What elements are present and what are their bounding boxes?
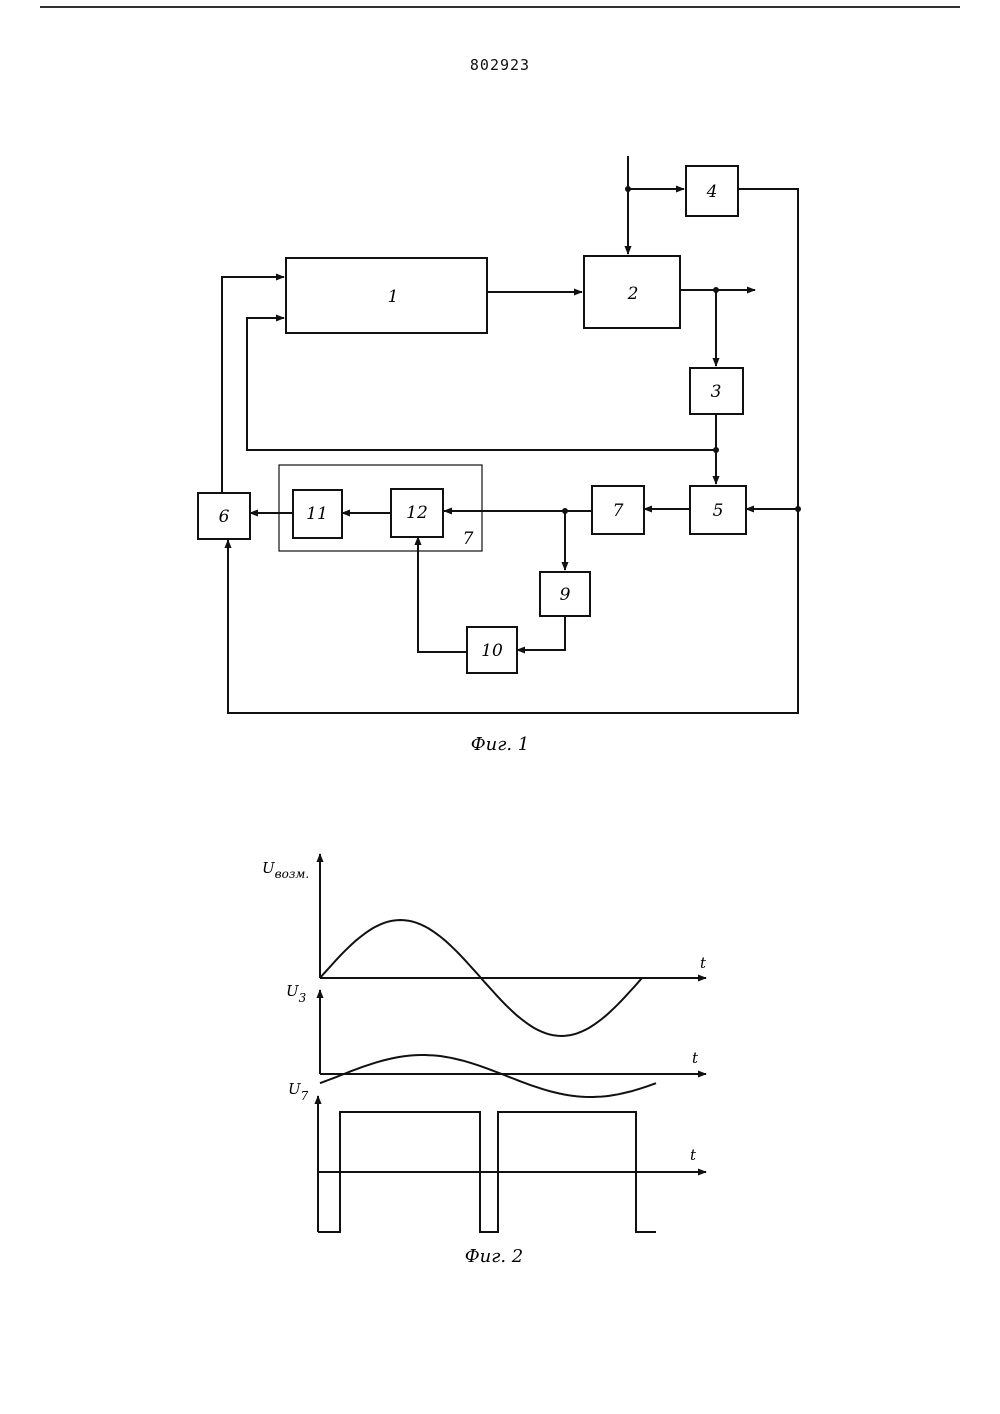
- block-9: 9: [540, 572, 590, 616]
- figure-1-block-diagram: 7 1 2 3 4 5 6: [198, 156, 801, 755]
- block-1-label: 1: [388, 287, 399, 307]
- block-2: 2: [584, 256, 680, 328]
- block-1: 1: [286, 258, 487, 333]
- figure-2-caption: Фиг. 2: [465, 1246, 524, 1267]
- plot-1-y-label: Uвозм.: [262, 859, 309, 881]
- block-6: 6: [198, 493, 250, 539]
- block-3-label: 3: [711, 382, 722, 402]
- plot-3-x-label: t: [690, 1146, 697, 1164]
- block-3: 3: [690, 368, 743, 414]
- block-6-label: 6: [219, 507, 230, 527]
- plot-2-y-label: U3: [286, 982, 307, 1005]
- block-11-label: 11: [306, 504, 328, 524]
- wire-block-9-to-block-10: [517, 616, 565, 650]
- plot-3-y-label: U7: [288, 1080, 309, 1103]
- block-12: 12: [391, 489, 443, 537]
- wire-block-10-to-block-12: [418, 537, 467, 652]
- wire-block-6-to-block-1: [222, 277, 284, 492]
- block-11: 11: [293, 490, 342, 538]
- block-10-label: 10: [481, 641, 503, 661]
- block-10: 10: [467, 627, 517, 673]
- plot-1-x-label: t: [700, 954, 707, 972]
- block-2-label: 2: [627, 284, 639, 304]
- block-4-label: 4: [706, 182, 718, 202]
- block-9-label: 9: [560, 585, 571, 605]
- block-4: 4: [686, 166, 738, 216]
- wire-feedback-to-block-1: [247, 318, 716, 450]
- block-7-label: 7: [613, 501, 624, 521]
- plot-2-x-label: t: [692, 1049, 699, 1067]
- block-5-label: 5: [713, 501, 724, 521]
- plot-2-sine-waveform: [320, 1055, 656, 1097]
- figure-2-timing-diagrams: Uвозм. U3 U7 t t t Фиг. 2: [262, 854, 707, 1267]
- figure-1-caption: Фиг. 1: [471, 734, 530, 755]
- block-7: 7: [592, 486, 644, 534]
- block-8-label: 7: [463, 529, 474, 549]
- block-12-label: 12: [406, 503, 428, 523]
- block-5: 5: [690, 486, 746, 534]
